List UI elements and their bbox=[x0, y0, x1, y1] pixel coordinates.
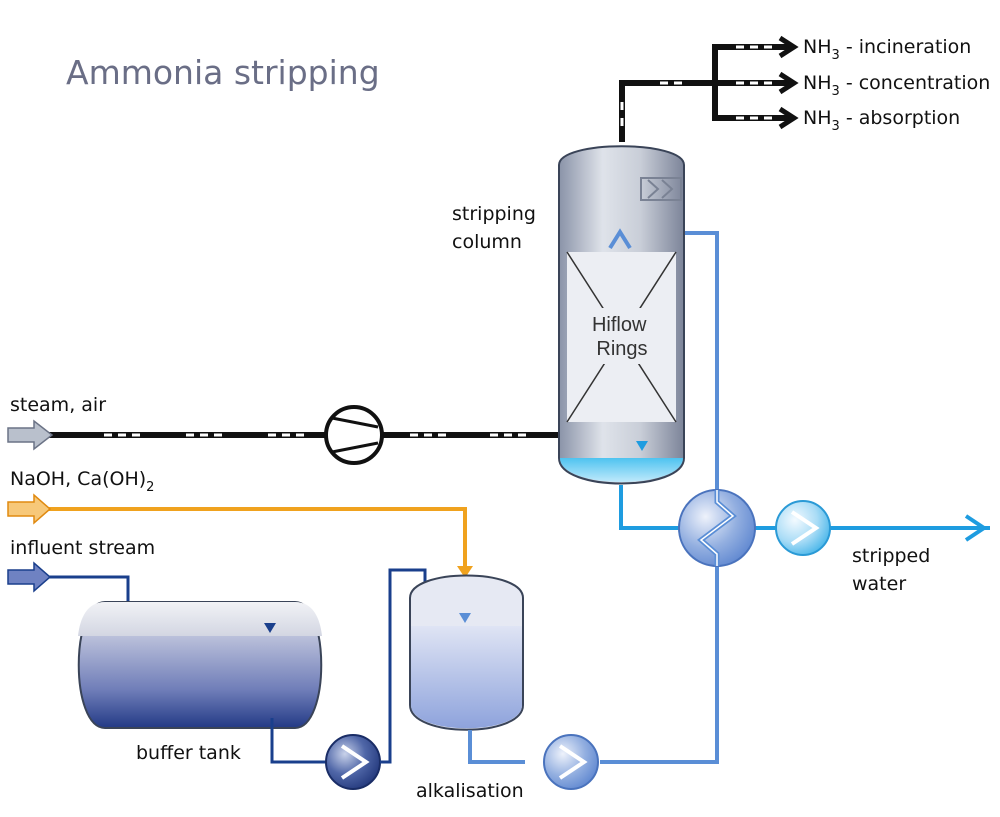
distributor-icon bbox=[608, 228, 632, 250]
nh3-concentration-label: NH3 - concentration bbox=[803, 72, 990, 99]
compressor-icon bbox=[324, 405, 384, 465]
buffer-tank-label: buffer tank bbox=[136, 742, 241, 764]
alkalisation-label: alkalisation bbox=[416, 780, 524, 802]
nh3-absorption-label: NH3 - absorption bbox=[803, 107, 960, 134]
nh3-incineration-label: NH3 - incineration bbox=[803, 36, 971, 63]
buffer-outflow-line bbox=[270, 718, 326, 764]
hiflow-label: Hiflow Rings bbox=[592, 314, 652, 360]
stripped-water-line bbox=[619, 485, 990, 530]
buffer-tank bbox=[77, 601, 323, 729]
steam-air-label: steam, air bbox=[10, 394, 106, 416]
alkalisation-tank bbox=[409, 574, 524, 731]
stripped-water-label: stripped water bbox=[852, 545, 936, 595]
nh3-outlet-line bbox=[619, 35, 799, 142]
pump-icon bbox=[775, 500, 831, 556]
pump-icon bbox=[325, 734, 381, 790]
column-feed-line bbox=[468, 730, 525, 764]
heat-exchanger-icon bbox=[678, 489, 756, 567]
stripping-column-label: stripping column bbox=[452, 203, 542, 253]
naoh-inlet-arrow-icon bbox=[7, 493, 52, 525]
influent-inlet-arrow-icon bbox=[7, 561, 52, 593]
steam-inlet-arrow-icon bbox=[7, 419, 54, 451]
stripped-water-arrow-icon bbox=[964, 514, 988, 542]
naoh-line bbox=[40, 507, 473, 578]
page-title: Ammonia stripping bbox=[66, 53, 380, 92]
influent-label: influent stream bbox=[10, 537, 155, 559]
pump-icon bbox=[543, 734, 599, 790]
stripping-column bbox=[558, 145, 685, 485]
naoh-label: NaOH, Ca(OH)2 bbox=[10, 468, 154, 495]
